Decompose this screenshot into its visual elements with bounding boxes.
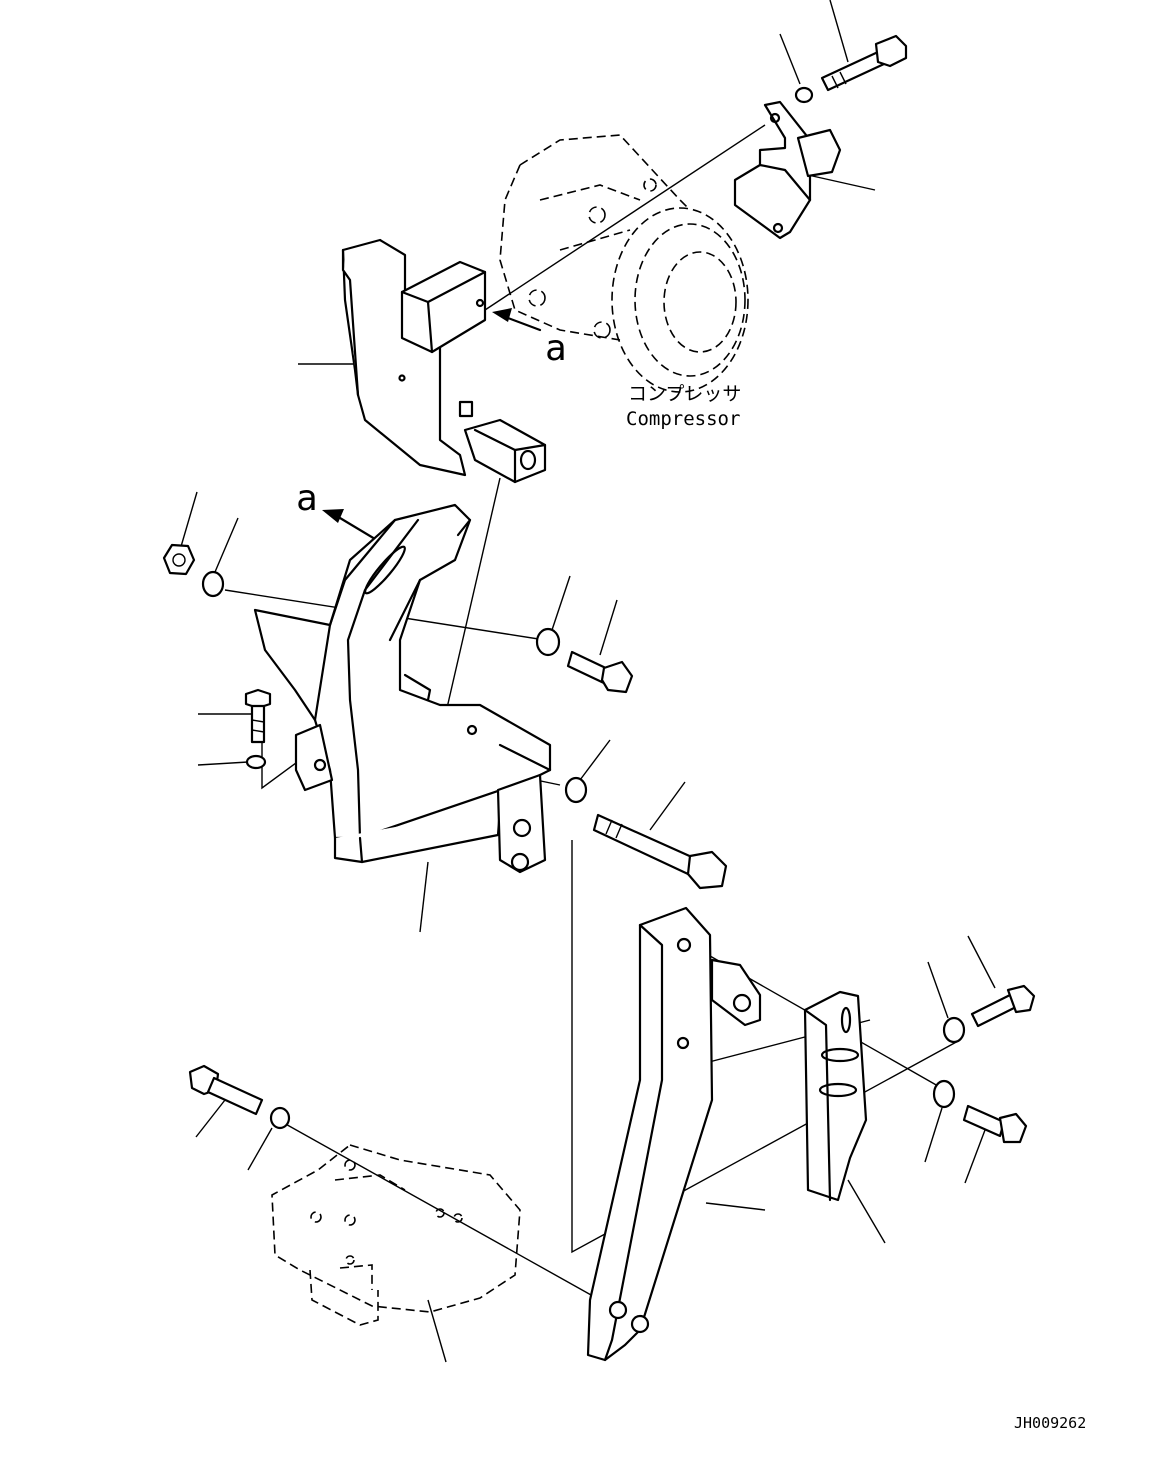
washer-top (794, 86, 814, 104)
main-bracket (253, 503, 552, 874)
view-ref-label-lower: a (296, 478, 318, 519)
washer-left (201, 570, 225, 598)
washer-right-1 (942, 1016, 966, 1044)
right-bracket (803, 990, 868, 1202)
bolt-mid (566, 650, 634, 694)
washer-mid (535, 627, 561, 657)
lower-mount-phantom (271, 1144, 521, 1326)
compressor-label-en: Compressor (626, 408, 740, 430)
bolt-long (592, 813, 728, 890)
washer-small (245, 754, 267, 770)
washer-long-bolt (564, 776, 588, 804)
washer-right-2 (932, 1079, 956, 1109)
bolt-lower-left (188, 1064, 264, 1116)
bolt-top (820, 34, 908, 92)
leader-lines (179, 0, 996, 1363)
compressor-label-jp: コンプレッサ (628, 383, 741, 405)
nut-left (162, 543, 196, 576)
view-arrows (322, 308, 542, 547)
compressor-phantom (499, 134, 749, 393)
long-bracket-bar (586, 906, 762, 1362)
bolt-vertical (244, 688, 272, 744)
view-ref-label-upper: a (545, 328, 567, 369)
washer-lower-left (269, 1106, 291, 1130)
upper-bracket (341, 238, 547, 484)
drawing-id: JH009262 (1014, 1414, 1086, 1432)
bolt-right-2 (962, 1104, 1028, 1144)
top-right-bracket (733, 100, 842, 240)
bolt-right-1 (970, 984, 1036, 1028)
